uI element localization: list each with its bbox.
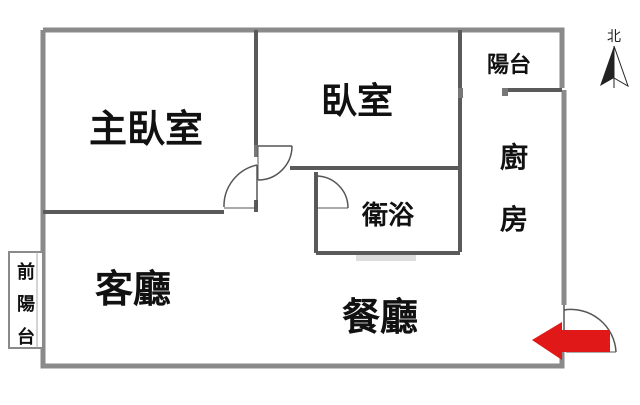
wall-marker (458, 88, 463, 98)
room-label-balcony: 陽台 (487, 52, 531, 78)
room-label-bathroom: 衛浴 (361, 201, 415, 231)
door-master-bedroom (223, 164, 258, 209)
hidden-label-fragment (356, 255, 416, 261)
room-label-living-room: 客廳 (95, 267, 171, 311)
room-label-kitchen-1: 廚 (500, 141, 528, 174)
door-bedroom (257, 145, 293, 181)
doors (223, 145, 617, 353)
door-bathroom (315, 175, 349, 209)
room-label-master-bedroom: 主臥室 (89, 107, 203, 151)
compass-north-label: 北 (607, 29, 621, 45)
wall-marker (254, 145, 258, 157)
room-label-dining-room: 餐廳 (342, 295, 418, 339)
entrance-arrow-icon (532, 322, 610, 360)
compass-icon: 北 (600, 29, 629, 88)
room-label-front-balcony-2: 陽 (17, 294, 35, 315)
wall-marker (502, 88, 508, 96)
room-label-front-balcony-1: 前 (17, 261, 35, 283)
room-label-kitchen-2: 房 (500, 203, 528, 236)
front-balcony (8, 251, 44, 349)
room-label-front-balcony-3: 台 (17, 326, 35, 348)
room-label-bedroom: 臥室 (321, 81, 393, 122)
outer-walls (40, 27, 567, 369)
